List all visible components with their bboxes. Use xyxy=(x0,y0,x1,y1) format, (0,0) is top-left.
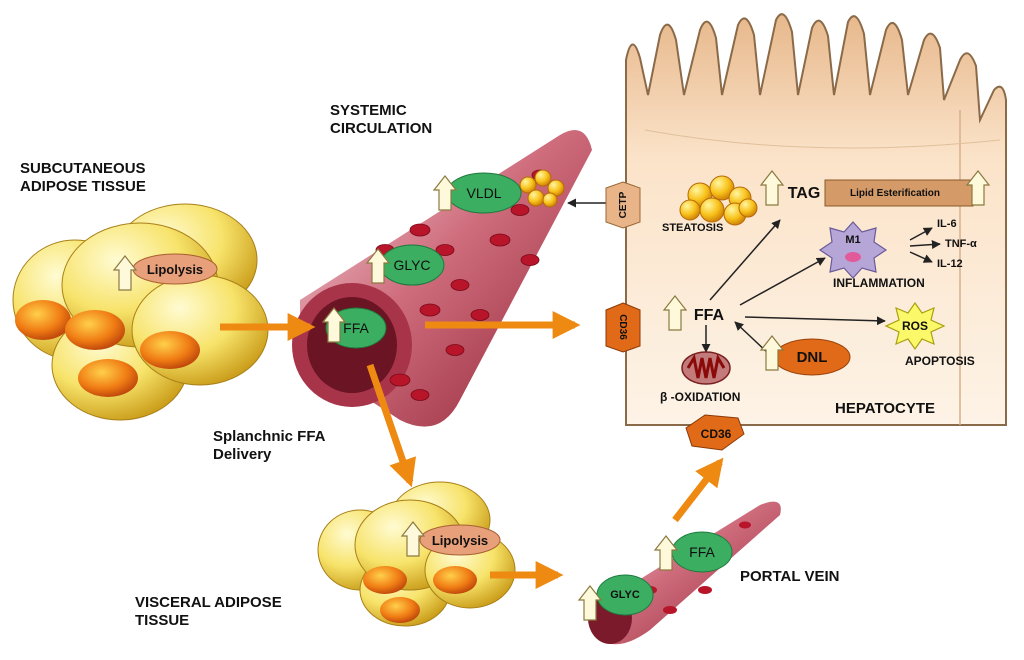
macrophage-icon xyxy=(818,221,888,279)
lipid-esterification-node: Lipid Esterification xyxy=(849,187,940,199)
il12-label: IL-12 xyxy=(937,258,963,270)
cd36-side-node: CD36 xyxy=(617,314,629,340)
portal-vein-label: PORTAL VEIN xyxy=(740,568,840,585)
hepatocyte-label: HEPATOCYTE xyxy=(835,400,936,417)
vldl-droplet-icon xyxy=(519,169,565,208)
ros-node: ROS xyxy=(901,319,928,333)
dnl-node: DNL xyxy=(796,348,828,366)
ros-star-icon xyxy=(884,301,946,351)
vldl-node: VLDL xyxy=(466,185,502,201)
tnf-alpha-label: TNF-α xyxy=(945,238,977,250)
ffa-liver-node: FFA xyxy=(693,307,725,324)
flow-arrow-splanchnic xyxy=(366,363,417,488)
glyc-systemic-node: GLYC xyxy=(393,257,431,273)
m1-node: M1 xyxy=(845,234,861,246)
inflammation-label: INFLAMMATION xyxy=(833,276,925,290)
flow-arrow-portal-to-cd36 xyxy=(672,457,724,523)
fat-droplet-icon xyxy=(679,175,758,226)
steatosis-label: STEATOSIS xyxy=(662,222,724,234)
cd36-bottom-node: CD36 xyxy=(700,427,732,441)
subcutaneous-adipocytes xyxy=(12,203,269,421)
metabolic-arrows xyxy=(567,198,941,356)
lipolysis-subcutaneous: Lipolysis xyxy=(146,261,204,277)
mitochondria-icon xyxy=(681,351,731,385)
il6-label: IL-6 xyxy=(937,218,957,230)
tag-node: TAG xyxy=(787,185,821,202)
cetp-node: CETP xyxy=(617,191,629,219)
glyc-portal-node: GLYC xyxy=(610,589,640,601)
node-shapes xyxy=(132,172,974,616)
lipolysis-visceral: Lipolysis xyxy=(431,532,489,548)
beta-oxidation-label: β -OXIDATION xyxy=(660,390,741,404)
ffa-systemic-node: FFA xyxy=(343,320,369,336)
flow-arrows xyxy=(220,311,724,589)
apoptosis-label: APOPTOSIS xyxy=(905,354,975,368)
ffa-portal-node: FFA xyxy=(689,544,715,560)
